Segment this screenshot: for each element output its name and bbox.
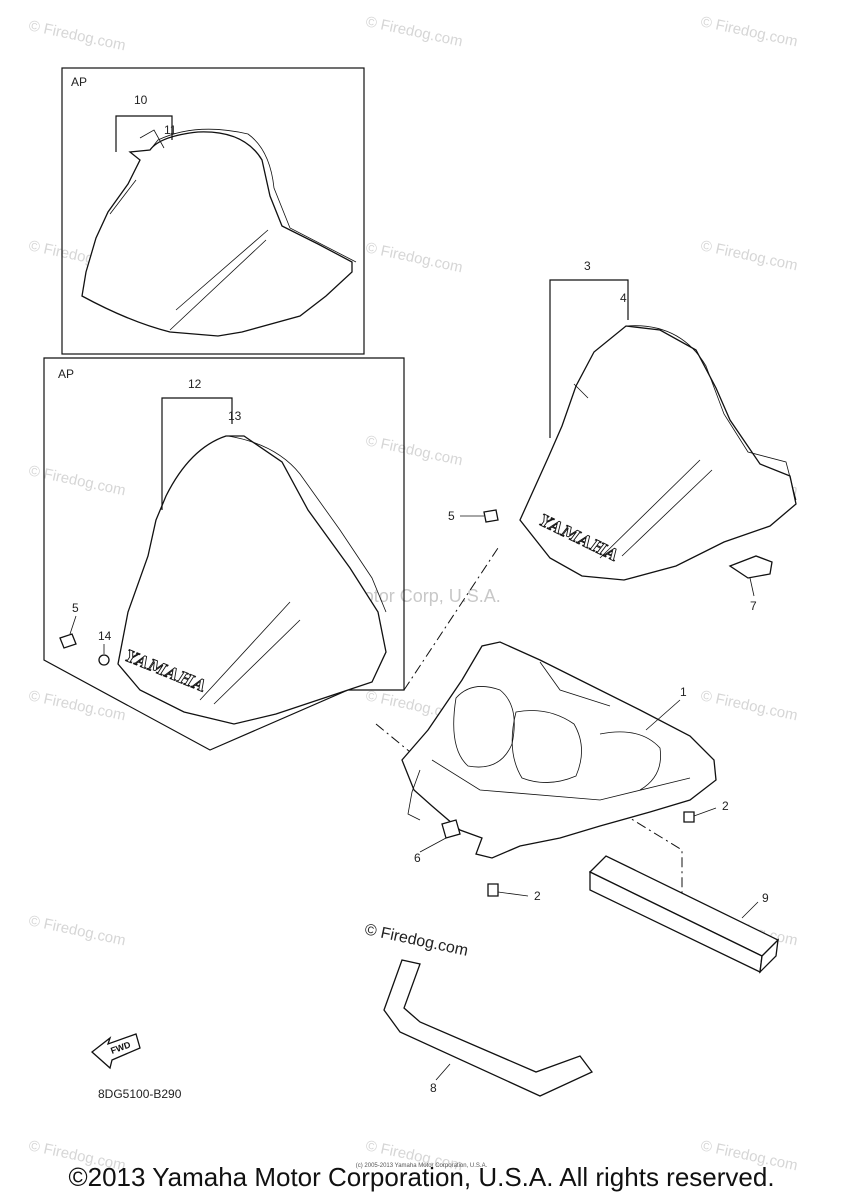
bolt-2 [683,811,695,823]
watermark: © Firedog.com [364,432,464,469]
watermark: © Firedog.com [364,239,464,276]
callout-7: 7 [750,599,757,613]
callout-1: 1 [680,685,687,699]
watermark: © Firedog.com [27,462,127,499]
windshield-assembly-3: 3 4 YAMAHA 5 7 [448,259,797,613]
alt-part-box-1: AP 10 11 [61,67,365,355]
callout-11: 11 [164,123,177,137]
watermark-mid: © Firedog.com [363,921,469,959]
box-label: AP [58,367,74,381]
trim-strip-8: 8 [383,959,594,1097]
watermark: © Firedog.com [27,912,127,949]
callout-4: 4 [620,291,627,305]
trim-8 [383,959,594,1097]
callout-14: 14 [98,629,112,643]
fwd-indicator: FWD [90,1033,141,1070]
clip-7 [728,555,773,579]
watermark: © Firedog.com [699,687,799,724]
callout-12: 12 [188,377,202,391]
cowl-assembly: 1 2 2 6 [401,641,729,903]
alt-part-box-2: AP YAMAHA 12 13 5 14 [43,357,405,751]
watermark: © Firedog.com [364,13,464,50]
callout-6: 6 [414,851,421,865]
callout-5: 5 [72,601,79,615]
footer-copyright: ©2013 Yamaha Motor Corporation, U.S.A. A… [68,1162,775,1192]
callout-13: 13 [228,409,242,423]
bolt-2 [487,883,499,897]
watermark: © Firedog.com [699,13,799,50]
windshield-10 [81,131,353,337]
callout-9: 9 [762,891,769,905]
fwd-arrow-icon [90,1033,141,1070]
windshield-13 [117,435,387,725]
box-frame [61,67,365,355]
watermark: © Firedog.com [699,237,799,274]
box-label: AP [71,75,87,89]
foam-block-9: 9 [588,855,780,974]
windshield-3 [519,325,797,581]
callout-3: 3 [584,259,591,273]
footer-fine-print: (c) 2005-2013 Yamaha Motor Corporation, … [355,1163,488,1169]
callout-2: 2 [722,799,729,813]
diagram-code: 8DG5100-B290 [98,1087,182,1101]
callout-2: 2 [534,889,541,903]
callout-5: 5 [448,509,455,523]
grommet-6 [441,819,461,839]
callout-10: 10 [134,93,148,107]
watermark: © Firedog.com [27,17,127,54]
washer-14 [98,654,110,666]
bolt-5 [59,633,77,649]
callout-8: 8 [430,1081,437,1095]
bolt-5 [483,509,499,523]
watermark: © Firedog.com [27,687,127,724]
